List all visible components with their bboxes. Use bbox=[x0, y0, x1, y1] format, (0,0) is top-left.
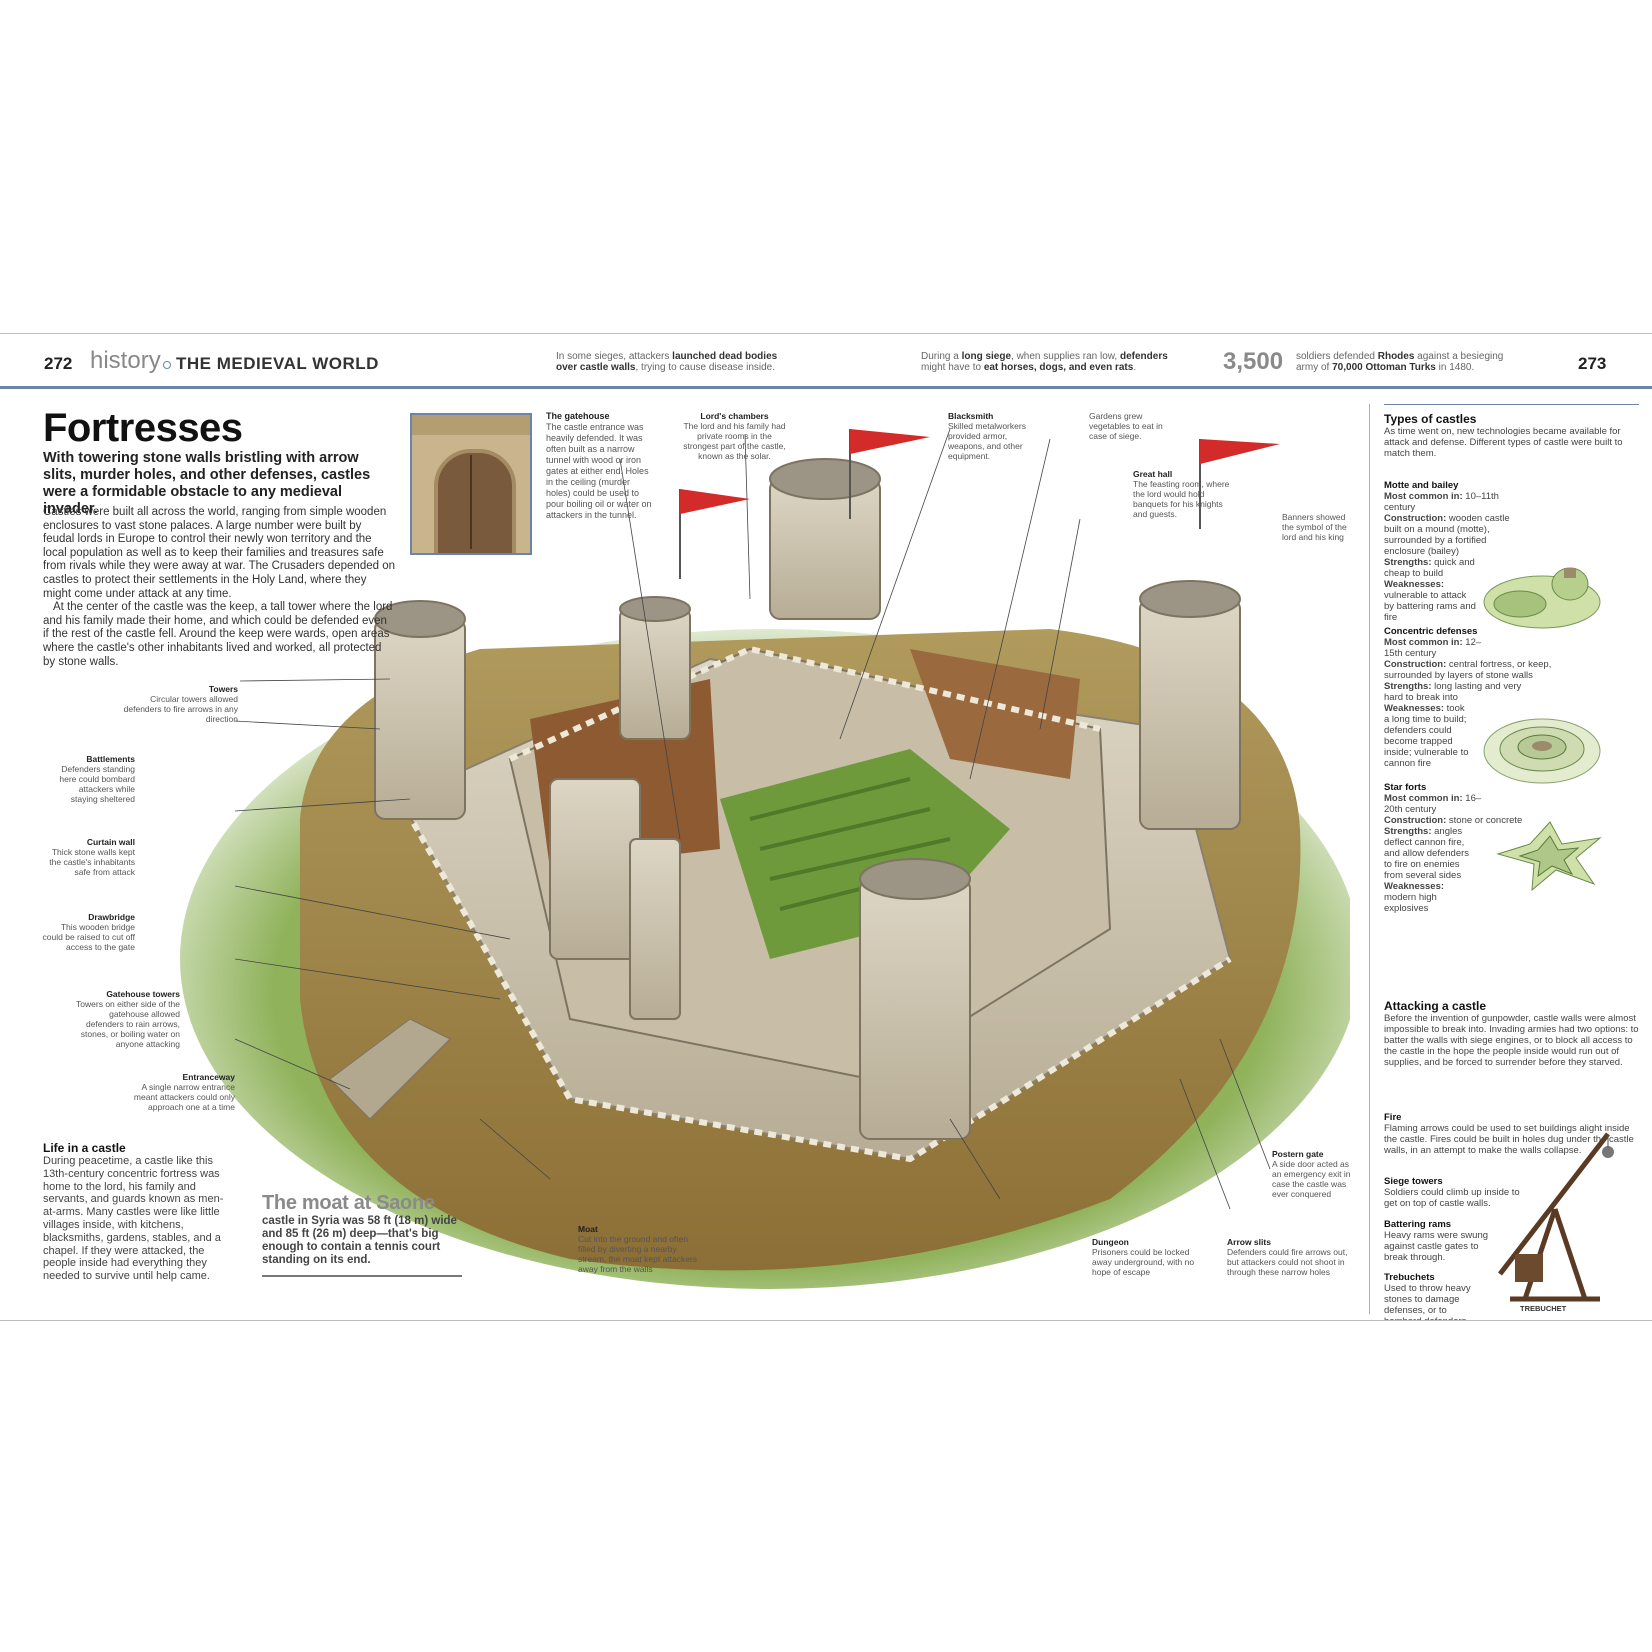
left-page-number: 272 bbox=[44, 354, 73, 373]
moat-fact-title: The moat at Saone bbox=[262, 1192, 435, 1214]
attack-title: Attacking a castle bbox=[1384, 999, 1487, 1013]
concentric-icon bbox=[1483, 718, 1601, 784]
bridge bbox=[329, 1018, 451, 1120]
type-motte-bailey: Motte and bailey Most common in: 10–11th… bbox=[1384, 480, 1510, 623]
trebuchet-label: TREBUCHET bbox=[1520, 1304, 1567, 1313]
types-intro: As time went on, new technologies became… bbox=[1384, 426, 1623, 459]
corner-towers bbox=[374, 458, 1241, 1140]
header-rule bbox=[0, 386, 1652, 389]
life-title: Life in a castle bbox=[43, 1141, 126, 1155]
moat-fact-box: The moat at Saone castle in Syria was 58… bbox=[262, 1192, 462, 1277]
right-page-number: 273 bbox=[1578, 354, 1607, 373]
callout-gardens: Gardens grew vegetables to eat in case o… bbox=[1089, 411, 1163, 441]
gatehouse-photo bbox=[410, 413, 532, 555]
section-label: history bbox=[90, 347, 161, 374]
life-text: During peacetime, a castle like this 13t… bbox=[43, 1155, 224, 1283]
body-paragraph: At the center of the castle was the keep… bbox=[43, 601, 393, 668]
attack-intro: Before the invention of gunpowder, castl… bbox=[1384, 1013, 1639, 1068]
chapter-title: THE MEDIEVAL WORLD bbox=[176, 354, 379, 373]
gate-door bbox=[434, 449, 516, 553]
attacking-section: Attacking a castle Before the invention … bbox=[1384, 999, 1644, 1068]
type-star-fort: Star forts Most common in: 16–20th centu… bbox=[1384, 782, 1523, 914]
castle-illustration bbox=[180, 428, 1350, 1289]
fact-long-siege: During a long siege, when supplies ran l… bbox=[921, 351, 1168, 373]
attack-siege-towers: Siege towers Soldiers could climb up ins… bbox=[1384, 1176, 1520, 1209]
great-hall bbox=[910, 649, 1080, 779]
types-title: Types of castles bbox=[1384, 412, 1477, 426]
motte-bailey-icon bbox=[1483, 567, 1601, 629]
fact-rhodes: soldiers defended Rhodes against a besie… bbox=[1296, 351, 1504, 373]
star-fort-icon bbox=[1496, 821, 1602, 892]
big-number: 3,500 bbox=[1223, 348, 1284, 375]
trebuchet-icon bbox=[1498, 1132, 1614, 1302]
callout-banners: Banners showed the symbol of the lord an… bbox=[1282, 512, 1347, 542]
body-text: Castles were built all across the world,… bbox=[43, 506, 395, 669]
body-paragraph: Castles were built all across the world,… bbox=[43, 506, 395, 600]
book-spread: 272 history THE MEDIEVAL WORLD In some s… bbox=[0, 333, 1652, 1321]
attack-battering-rams: Battering rams Heavy rams were swung aga… bbox=[1384, 1219, 1489, 1263]
right-sidebar: Types of castles As time went on, new te… bbox=[1369, 404, 1652, 1320]
running-header: 272 history THE MEDIEVAL WORLD In some s… bbox=[0, 334, 1652, 386]
attack-trebuchets: Trebuchets Used to throw heavy stones to… bbox=[1384, 1272, 1471, 1320]
page-title: Fortresses bbox=[43, 406, 243, 450]
bullet-icon bbox=[163, 361, 171, 369]
banners bbox=[679, 429, 1280, 579]
attack-fire: Fire Flaming arrows could be used to set… bbox=[1384, 1112, 1634, 1156]
fact-dead-bodies: In some sieges, attackers launched dead … bbox=[556, 351, 778, 373]
moat-fact-text: castle in Syria was 58 ft (18 m) wide an… bbox=[262, 1215, 457, 1266]
intro-paragraph: With towering stone walls bristling with… bbox=[43, 450, 371, 517]
type-concentric: Concentric defenses Most common in: 12–1… bbox=[1384, 626, 1552, 769]
life-in-castle: Life in a castle During peacetime, a cas… bbox=[43, 1141, 233, 1283]
